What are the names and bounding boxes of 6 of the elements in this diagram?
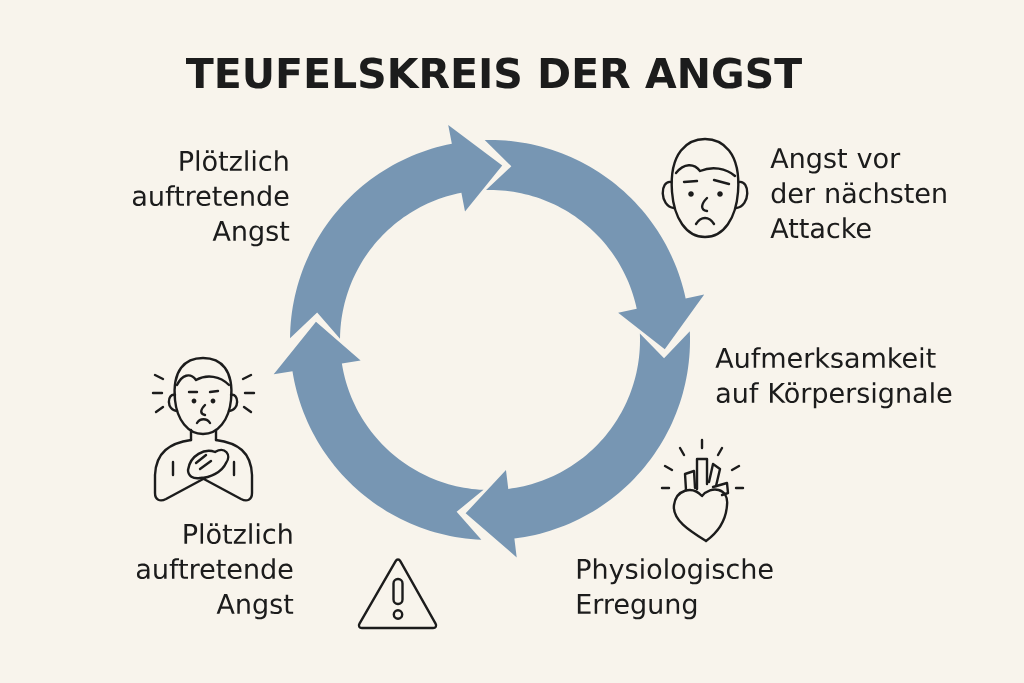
stage-label: Plötzlich auftretende Angst	[132, 150, 290, 247]
stage-label: Physiologische Erregung	[577, 558, 773, 620]
stage-label: Angst vor der nächsten Attacke	[770, 148, 946, 239]
title: TEUFELSKREIS DER ANGST	[186, 57, 802, 89]
stage-label: Aufmerksamkeit auf Körpersignale	[715, 347, 952, 409]
stage-label: Plötzlich auftretende Angst	[136, 523, 294, 620]
